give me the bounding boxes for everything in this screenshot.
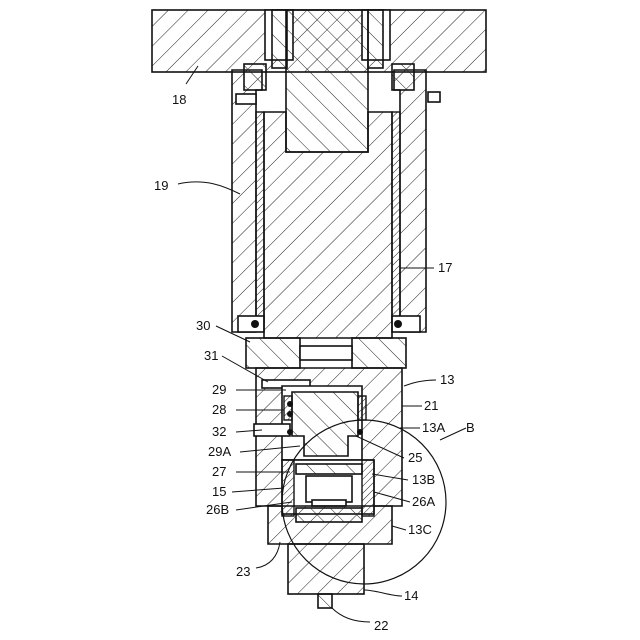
label-30: 30 [196,318,210,333]
label-13a: 13A [422,420,445,435]
label-17: 17 [438,260,452,275]
label-13b: 13B [412,472,435,487]
label-23: 23 [236,564,250,579]
label-b: B [466,420,475,435]
label-27: 27 [212,464,226,479]
lower-body-13c [268,506,392,544]
label-22: 22 [374,618,388,633]
tip-14 [288,544,364,608]
label-25: 25 [408,450,422,465]
label-21: 21 [424,398,438,413]
label-26b: 26B [206,502,229,517]
label-26a: 26A [412,494,435,509]
label-18: 18 [172,92,186,107]
label-14: 14 [404,588,418,603]
label-29a: 29A [208,444,231,459]
label-28: 28 [212,402,226,417]
label-15: 15 [212,484,226,499]
label-13c: 13C [408,522,432,537]
label-32: 32 [212,424,226,439]
label-29: 29 [212,382,226,397]
label-19: 19 [154,178,168,193]
label-13: 13 [440,372,454,387]
ring-30 [246,338,406,368]
label-31: 31 [204,348,218,363]
